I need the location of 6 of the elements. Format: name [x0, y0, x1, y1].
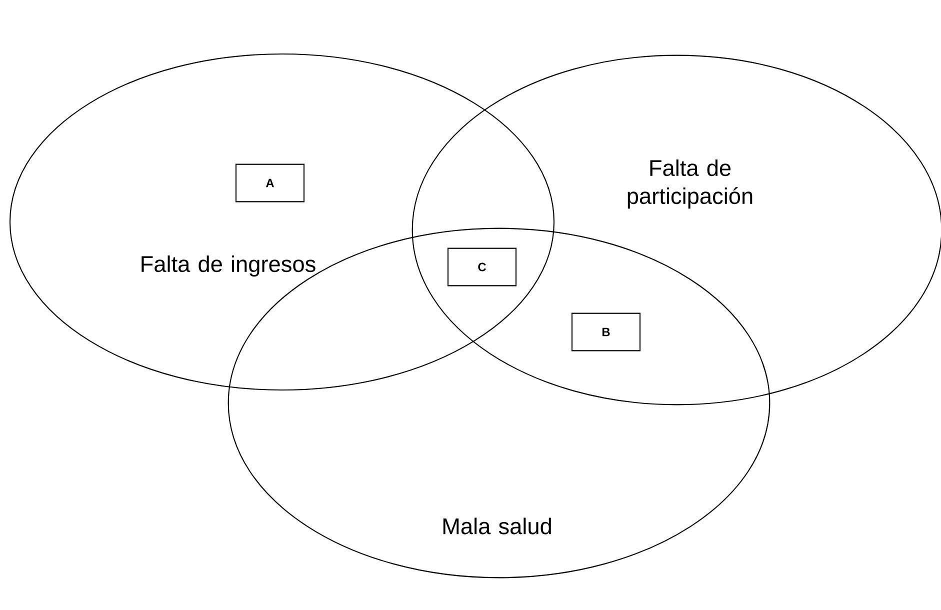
letter-box: C	[447, 248, 517, 286]
letter-box: B	[571, 312, 641, 352]
region-label: Falta de ingresos	[142, 255, 316, 277]
region-label: Falta de participación	[628, 159, 752, 209]
letter-box: A	[235, 164, 305, 202]
region-label: Mala salud	[443, 518, 551, 534]
